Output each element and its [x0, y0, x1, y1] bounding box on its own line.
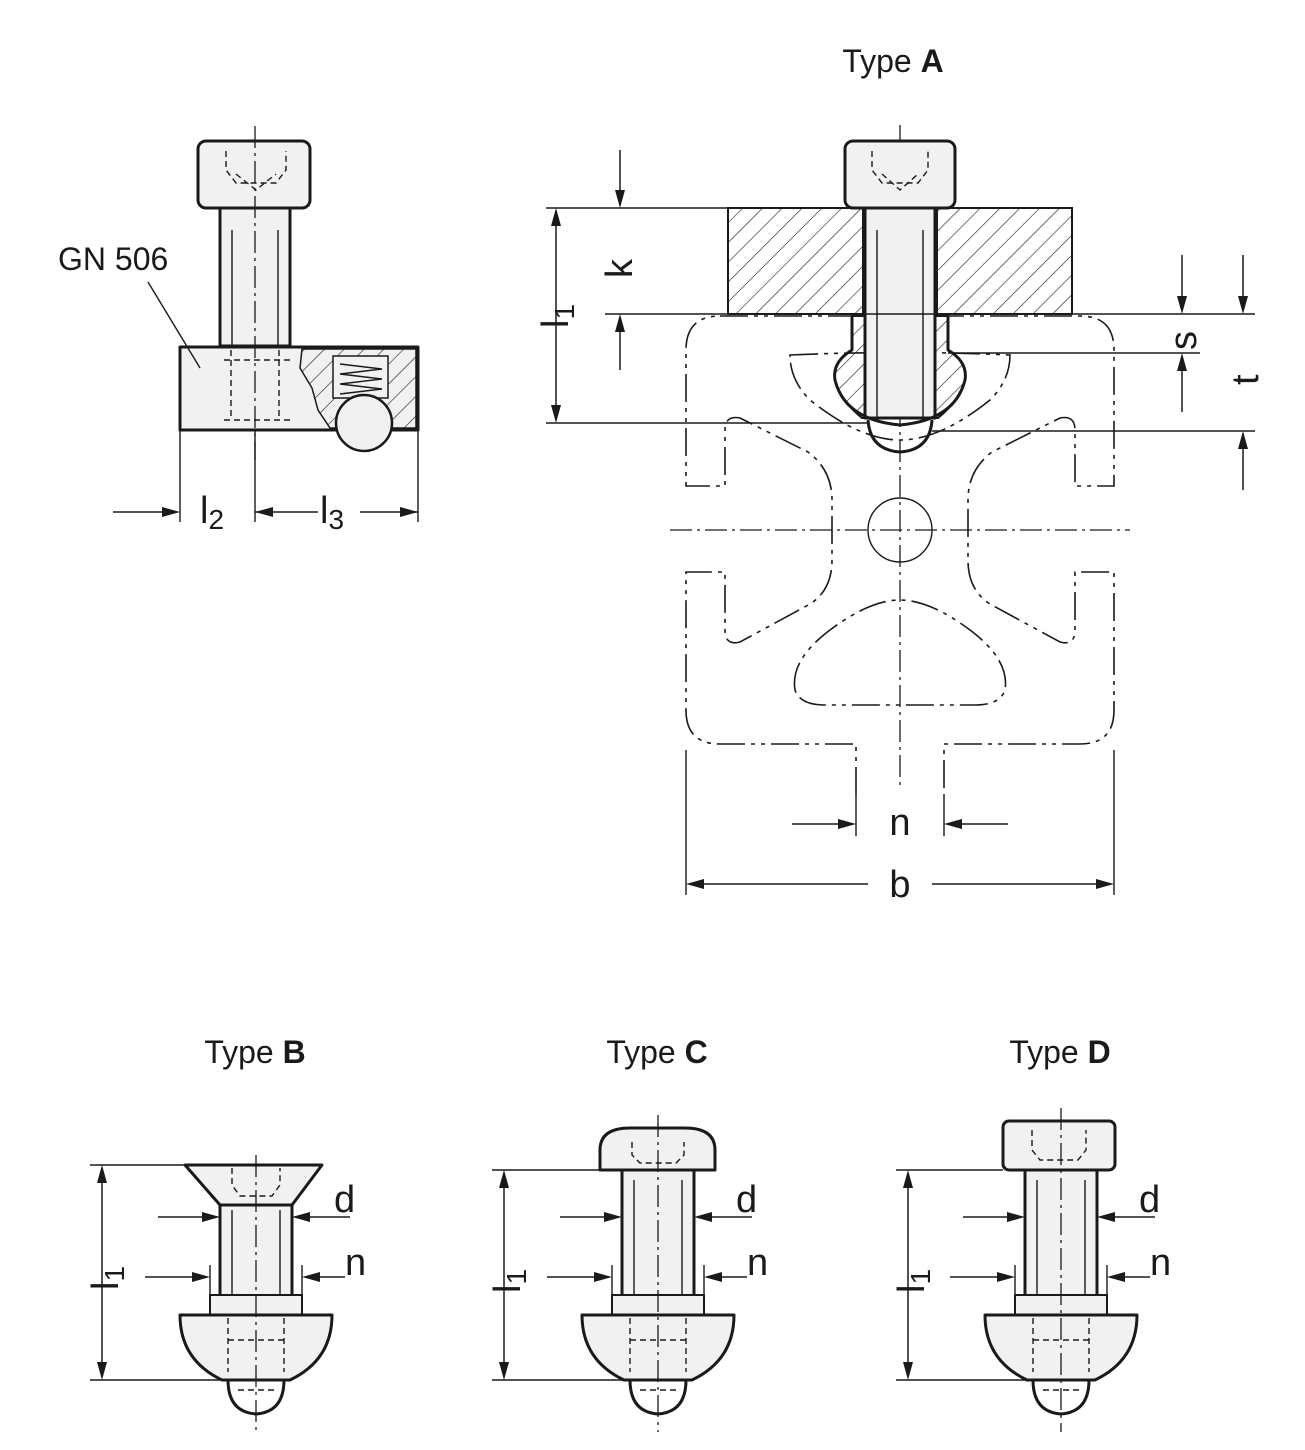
type-b-view: Type B l1 d n — [85, 1034, 366, 1432]
dim-n-label-d: n — [1150, 1242, 1171, 1284]
dim-l1-label-d: l1 — [891, 1269, 936, 1293]
dim-n-label-c: n — [747, 1242, 768, 1284]
dim-l1-label-a: l1 — [535, 304, 580, 328]
dim-b-label: b — [889, 864, 910, 906]
dim-l1-label-c: l1 — [487, 1269, 532, 1293]
screw-head-side — [196, 139, 312, 210]
type-d-title: Type D — [1009, 1034, 1110, 1070]
nut-dome-c — [580, 1313, 736, 1382]
dim-l1-label-b: l1 — [85, 1266, 130, 1290]
dim-n-label-b: n — [345, 1242, 366, 1284]
dim-l3-label: l3 — [320, 490, 344, 535]
dim-s-label: s — [1163, 331, 1205, 350]
type-a-view: Type A — [535, 43, 1267, 906]
type-a-title: Type A — [842, 43, 943, 79]
cylinder-head-d — [1001, 1119, 1117, 1172]
dim-d-label-d: d — [1139, 1179, 1160, 1221]
ball-detent-side — [334, 393, 394, 453]
type-c-view: Type C l1 d n — [487, 1034, 768, 1432]
type-c-title: Type C — [606, 1034, 707, 1070]
aluminium-profile-outline — [685, 315, 1115, 795]
part-ref-label: GN 506 — [58, 241, 168, 277]
type-b-title: Type B — [204, 1034, 305, 1070]
button-head-c — [598, 1126, 717, 1172]
dim-d-label-c: d — [736, 1179, 757, 1221]
dim-n-label-a: n — [889, 802, 910, 844]
screw-head-a — [843, 139, 957, 210]
side-view: GN 506 l2 l3 — [58, 126, 420, 535]
clamped-plate-right — [936, 207, 1073, 315]
type-d-view: Type D l1 d n — [891, 1034, 1171, 1432]
dim-l2-label: l2 — [200, 490, 224, 535]
screw-shank-a — [863, 206, 937, 420]
dim-k-label: k — [599, 258, 641, 278]
countersunk-head-b — [183, 1163, 324, 1207]
dim-d-label-b: d — [334, 1179, 355, 1221]
dim-t-label: t — [1225, 374, 1267, 385]
clamped-plate-left — [727, 207, 864, 315]
